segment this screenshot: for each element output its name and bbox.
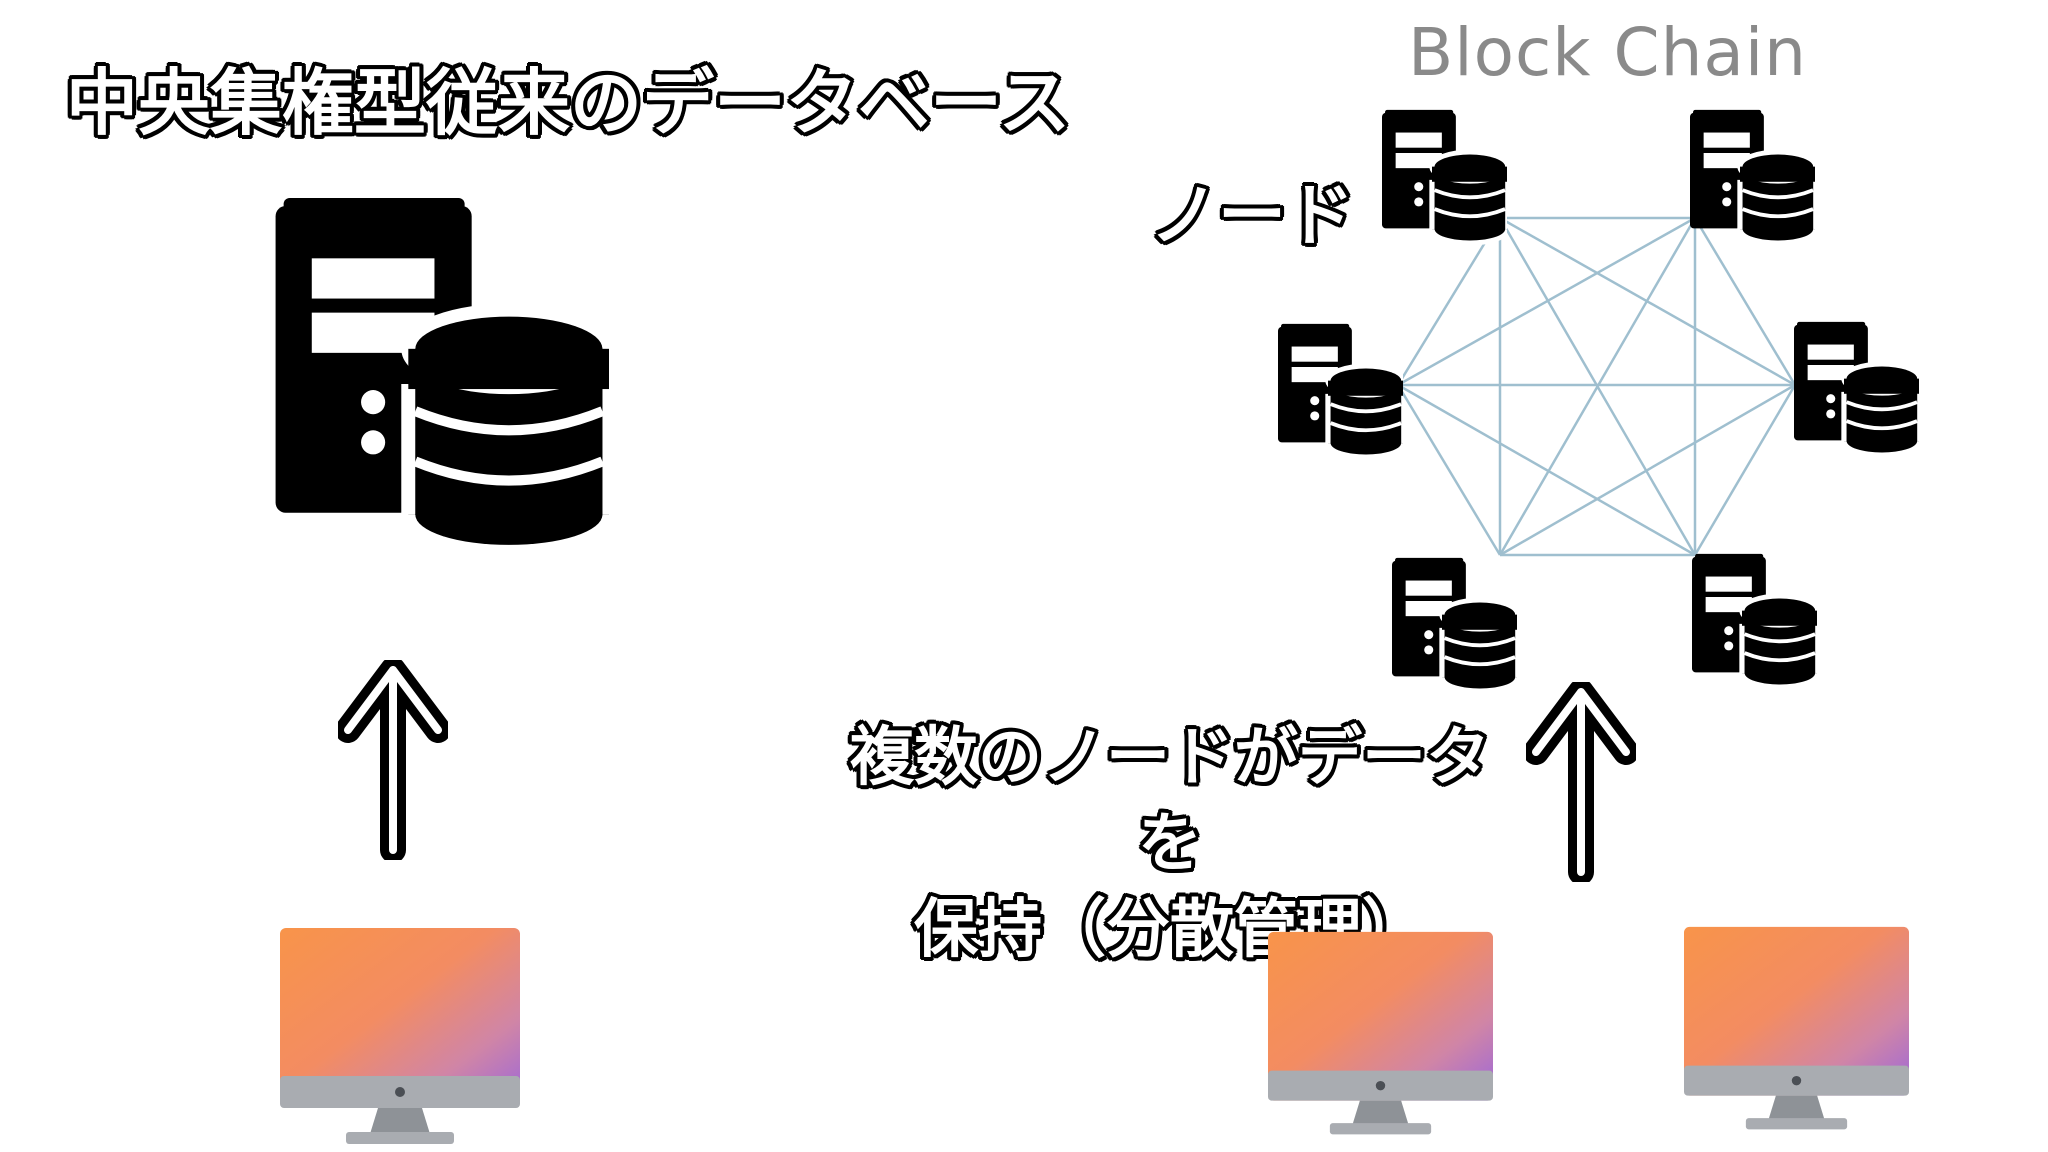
- monitor-icon: [1684, 926, 1909, 1130]
- node-server-icon: [1692, 552, 1817, 692]
- node-server-icon: [1690, 108, 1815, 248]
- up-arrow-icon: [1526, 682, 1636, 882]
- node-server-icon: [1382, 108, 1507, 248]
- node-label: ノード: [1150, 177, 1355, 256]
- distributed-description-line1: 複数のノードがデータを: [850, 721, 1490, 881]
- central-database-title: 中央集権型従来のデータベース: [66, 61, 1071, 145]
- blockchain-title: Block Chain: [1408, 14, 1808, 91]
- distributed-description: 複数のノードがデータを 保持（分散管理）: [820, 715, 1520, 973]
- node-server-icon: [1794, 320, 1919, 460]
- node-server-icon: [1392, 556, 1517, 696]
- monitor-icon: [1268, 931, 1493, 1135]
- node-server-icon: [1278, 322, 1403, 462]
